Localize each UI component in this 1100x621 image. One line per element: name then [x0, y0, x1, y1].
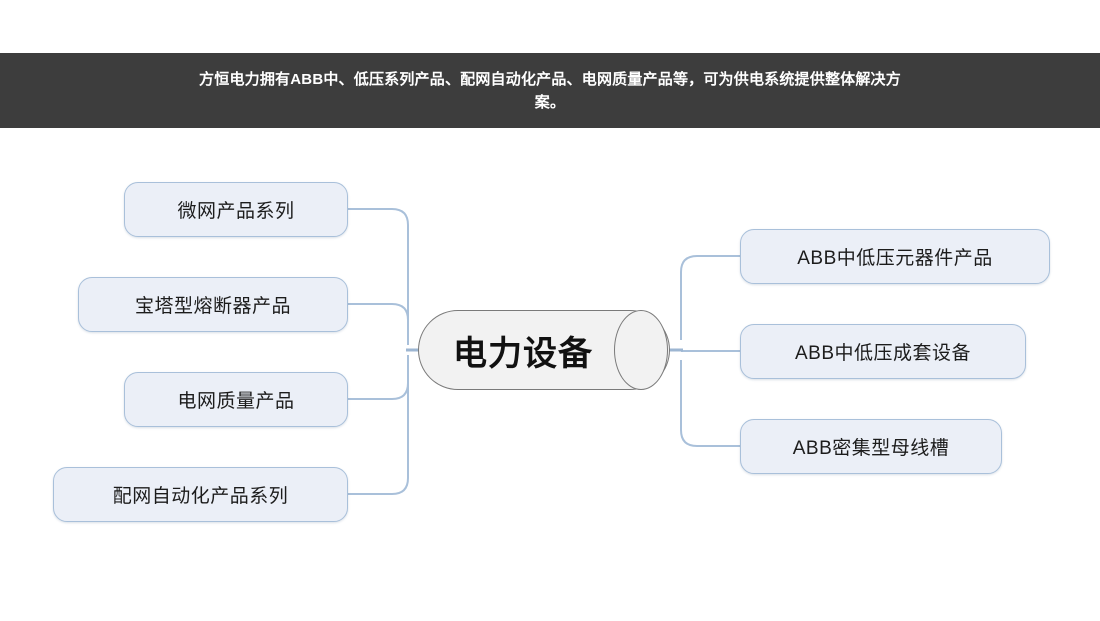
connector-right-1 — [680, 255, 740, 340]
node-right-2[interactable]: ABB中低压成套设备 — [740, 324, 1026, 379]
center-node[interactable]: 电力设备 — [418, 310, 670, 390]
banner: 方恒电力拥有ABB中、低压系列产品、配网自动化产品、电网质量产品等，可为供电系统… — [0, 53, 1100, 128]
node-left-1-label: 微网产品系列 — [177, 201, 295, 222]
banner-text: 方恒电力拥有ABB中、低压系列产品、配网自动化产品、电网质量产品等，可为供电系统… — [199, 70, 901, 111]
connector-right-3 — [680, 360, 740, 447]
node-left-4[interactable]: 配网自动化产品系列 — [53, 467, 348, 522]
center-node-label: 电力设备 — [453, 334, 593, 373]
node-right-1-label: ABB中低压元器件产品 — [797, 248, 993, 269]
connector-left-1 — [348, 208, 409, 335]
connector-left-2 — [348, 303, 409, 345]
center-node-cylinder-cap — [614, 310, 668, 390]
node-right-3[interactable]: ABB密集型母线槽 — [740, 419, 1002, 474]
connector-left-4 — [348, 365, 409, 495]
node-right-2-label: ABB中低压成套设备 — [794, 343, 972, 364]
node-left-2-label: 宝塔型熔断器产品 — [134, 296, 291, 317]
node-left-4-label: 配网自动化产品系列 — [112, 486, 289, 507]
node-left-3[interactable]: 电网质量产品 — [124, 372, 348, 427]
node-left-2[interactable]: 宝塔型熔断器产品 — [78, 277, 348, 332]
node-left-3-label: 电网质量产品 — [177, 391, 295, 412]
node-left-1[interactable]: 微网产品系列 — [124, 182, 348, 237]
node-right-3-label: ABB密集型母线槽 — [792, 438, 950, 459]
node-right-1[interactable]: ABB中低压元器件产品 — [740, 229, 1050, 284]
connector-left-3 — [348, 355, 409, 400]
